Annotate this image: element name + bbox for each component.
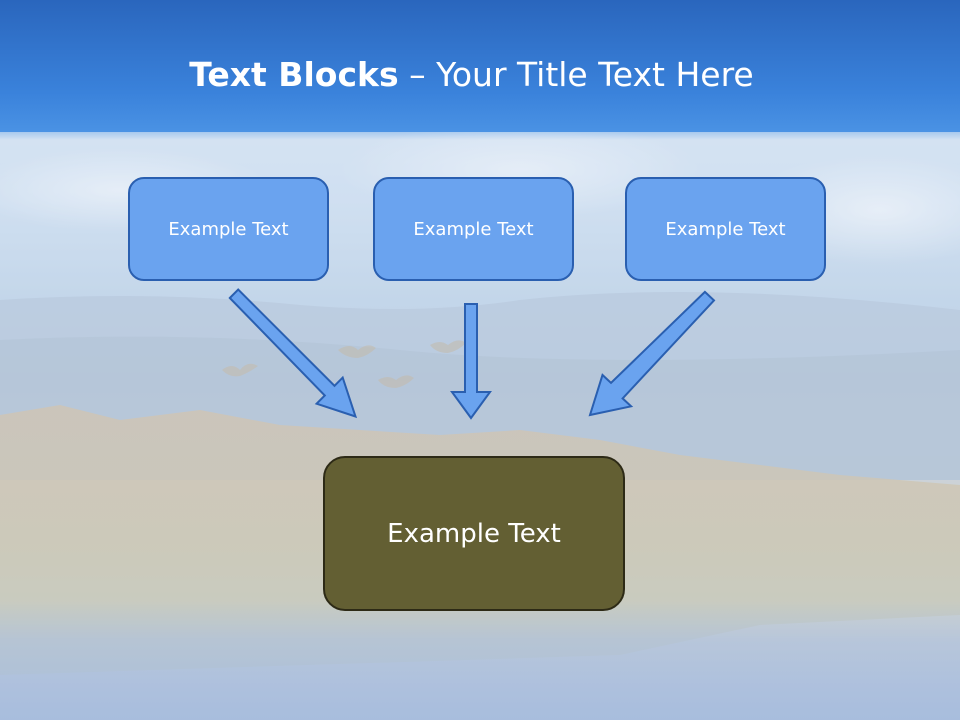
center-text-block[interactable]: Example Text bbox=[323, 456, 625, 611]
title-bold-part: Text Blocks bbox=[189, 55, 399, 94]
arrow-down-right-icon bbox=[228, 288, 358, 419]
text-block-3-label: Example Text bbox=[665, 218, 786, 240]
text-block-2[interactable]: Example Text bbox=[373, 177, 574, 281]
center-text-block-label: Example Text bbox=[387, 518, 561, 549]
text-block-1[interactable]: Example Text bbox=[128, 177, 329, 281]
arrow-down-left-icon bbox=[588, 290, 716, 417]
arrow-down-icon bbox=[450, 303, 492, 420]
water bbox=[0, 600, 960, 720]
title-bar bbox=[0, 0, 960, 132]
text-block-3[interactable]: Example Text bbox=[625, 177, 826, 281]
text-block-1-label: Example Text bbox=[168, 218, 289, 240]
title-separator: – bbox=[398, 55, 437, 94]
slide-title: Text Blocks – Your Title Text Here bbox=[0, 52, 943, 98]
title-regular-part: Your Title Text Here bbox=[436, 55, 754, 94]
text-block-2-label: Example Text bbox=[413, 218, 534, 240]
